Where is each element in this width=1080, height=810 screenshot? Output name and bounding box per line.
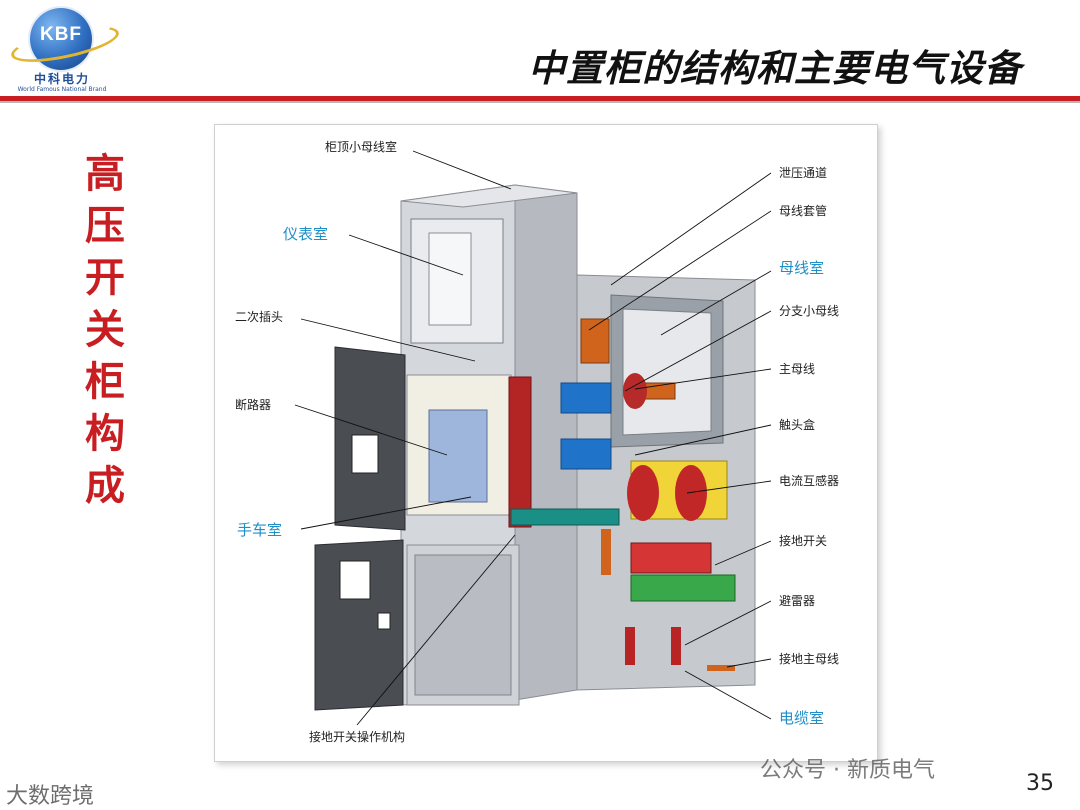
lower-door-window	[340, 561, 370, 599]
label-bus-bushing: 母线套管	[779, 203, 827, 218]
logo-chinese-name: 中科电力	[22, 70, 102, 87]
watermark-wechat: 公众号 · 新质电气	[760, 752, 935, 784]
label-cable-room: 电缆室	[779, 709, 824, 727]
upper-door-window	[352, 435, 378, 473]
label-trolley-room: 手车室	[237, 521, 282, 539]
header-gray-rule	[0, 101, 1080, 103]
lower-door-slot	[378, 613, 390, 629]
logo-english-name: World Famous National Brand	[14, 86, 110, 93]
label-earth-main-bus: 接地主母线	[779, 651, 839, 666]
label-busbar-room: 母线室	[779, 259, 824, 277]
side-title-char: 柜	[83, 356, 127, 408]
watermark-bottom-left: 大数跨境	[6, 778, 94, 810]
side-title-char: 压	[83, 200, 127, 252]
label-breaker: 断路器	[235, 397, 271, 412]
side-title-char: 开	[83, 252, 127, 304]
label-pressure-relief: 泄压通道	[779, 166, 827, 180]
slide-title: 中置柜的结构和主要电气设备	[528, 38, 1022, 92]
side-title-char: 高	[83, 148, 127, 200]
page-number: 35	[1026, 771, 1054, 796]
label-earth-switch: 接地开关	[779, 533, 827, 548]
side-title-char: 关	[83, 304, 127, 356]
side-title-char: 成	[83, 460, 127, 512]
switchgear-illustration: 柜顶小母线室 仪表室 二次插头 断路器 手车室 接地开关操作机构 泄压通道 母线…	[215, 125, 877, 761]
label-secondary-plug: 二次插头	[235, 310, 283, 324]
label-top-bus-room: 柜顶小母线室	[325, 139, 397, 154]
side-title-char: 构	[83, 408, 127, 460]
label-contact-box: 触头盒	[779, 417, 815, 432]
label-earth-switch-mechanism: 接地开关操作机构	[309, 729, 405, 744]
label-main-busbar: 主母线	[779, 362, 815, 376]
label-branch-busbar: 分支小母线	[779, 304, 839, 318]
company-logo: KBF 中科电力 World Famous National Brand	[8, 4, 118, 94]
side-title: 高 压 开 关 柜 构 成	[83, 148, 127, 512]
label-current-transformer: 电流互感器	[779, 473, 839, 488]
label-instrument-room: 仪表室	[283, 225, 328, 243]
label-arrester: 避雷器	[779, 594, 815, 608]
switchgear-diagram: 柜顶小母线室 仪表室 二次插头 断路器 手车室 接地开关操作机构 泄压通道 母线…	[214, 124, 878, 762]
logo-text: KBF	[30, 24, 92, 46]
